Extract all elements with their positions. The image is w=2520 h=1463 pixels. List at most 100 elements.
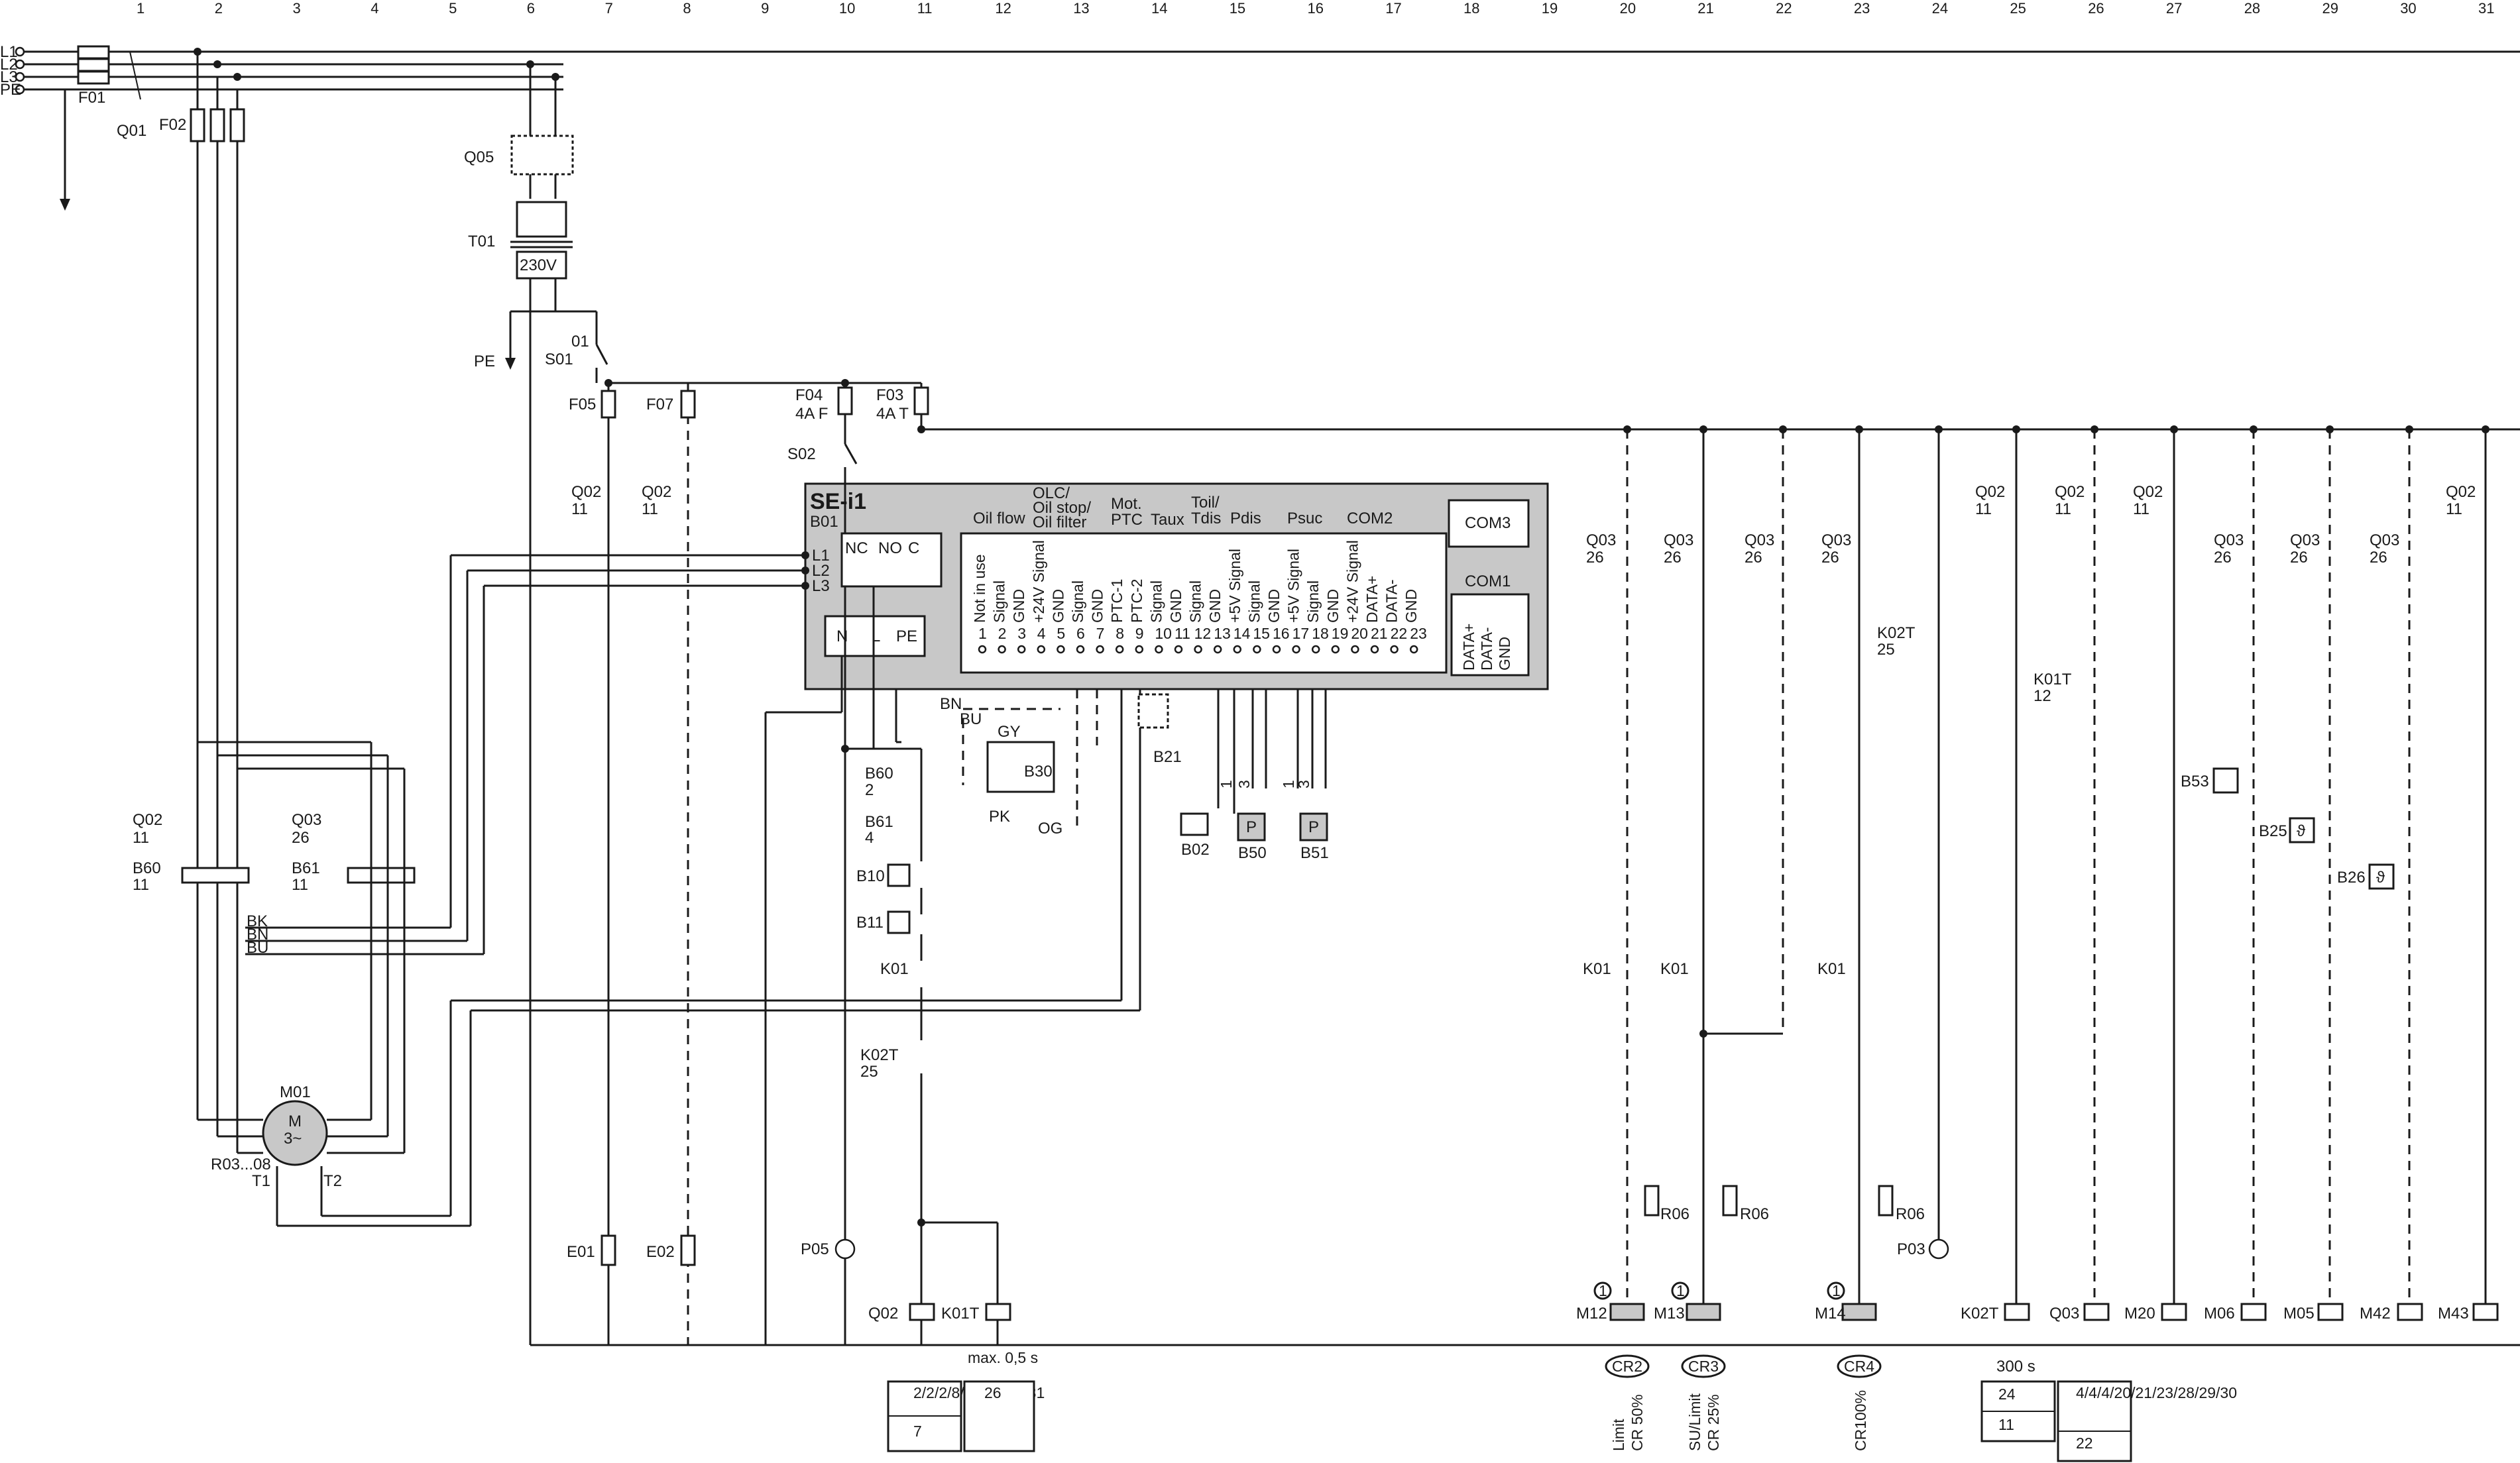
svg-text:Q02: Q02 <box>2446 483 2476 501</box>
terminal-number: 12 <box>1194 625 1212 642</box>
svg-text:F05: F05 <box>569 396 596 413</box>
terminal-number: 7 <box>1096 625 1105 642</box>
svg-text:1: 1 <box>1599 1282 1607 1299</box>
column-number: 21 <box>1697 0 1713 17</box>
svg-text:4A F: 4A F <box>795 405 828 423</box>
svg-text:4A T: 4A T <box>876 405 909 423</box>
terminal-number: 8 <box>1116 625 1124 642</box>
svg-text:CR 50%: CR 50% <box>1629 1394 1646 1451</box>
svg-text:CR3: CR3 <box>1688 1358 1719 1375</box>
svg-text:B02: B02 <box>1181 841 1210 859</box>
svg-text:24: 24 <box>1998 1385 2016 1403</box>
svg-text:OG: OG <box>1038 820 1062 838</box>
terminal-label: +24V Signal <box>1030 540 1047 623</box>
terminal-label: GND <box>1403 589 1420 623</box>
svg-text:11: 11 <box>133 829 149 847</box>
svg-text:11: 11 <box>133 876 149 894</box>
svg-text:GND: GND <box>1496 637 1513 671</box>
terminal-screw <box>1115 645 1124 654</box>
column-number: 2 <box>215 0 223 17</box>
supply-label-l2: L2 <box>0 56 18 74</box>
column-number: 8 <box>683 0 691 17</box>
svg-text:26: 26 <box>292 829 310 847</box>
svg-text:COM2: COM2 <box>1347 510 1393 527</box>
svg-text:Tdis: Tdis <box>1191 510 1221 527</box>
terminal-number: 1 <box>978 625 987 642</box>
svg-text:K01: K01 <box>1660 960 1689 978</box>
terminal-label: PTC-2 <box>1128 579 1145 623</box>
svg-text:P05: P05 <box>801 1240 829 1258</box>
svg-text:DATA+: DATA+ <box>1460 623 1477 671</box>
svg-text:M01: M01 <box>280 1083 311 1101</box>
terminal-number: 18 <box>1312 625 1329 642</box>
svg-text:Oil filter: Oil filter <box>1033 514 1086 531</box>
contact-q02-col7: Q02 <box>571 483 601 501</box>
column-number: 26 <box>2088 0 2104 17</box>
terminal-label: GND <box>1089 589 1106 623</box>
svg-text:M43: M43 <box>2438 1305 2469 1323</box>
svg-text:B60: B60 <box>865 765 893 783</box>
fuse-f01: F01 Q01 <box>77 45 146 140</box>
svg-text:PK: PK <box>989 808 1010 826</box>
supply-label-l3: L3 <box>0 68 18 86</box>
controller-se-i1: SE-i1 B01 NC NO C N L PE L1 L2 L3 Not in… <box>801 482 1549 690</box>
svg-text:11: 11 <box>292 876 308 894</box>
svg-text:max. 0,5 s: max. 0,5 s <box>968 1349 1038 1366</box>
terminal-screw <box>1390 645 1399 654</box>
column-number: 30 <box>2400 0 2416 17</box>
terminal-screw <box>1155 645 1163 654</box>
svg-text:F01: F01 <box>78 89 105 107</box>
terminal-screw <box>1409 645 1418 654</box>
svg-text:Q03: Q03 <box>1664 531 1693 549</box>
svg-text:CR4: CR4 <box>1844 1358 1874 1375</box>
svg-text:R06: R06 <box>1896 1205 1925 1223</box>
terminal-label: Signal <box>1187 580 1204 623</box>
terminal-number: 17 <box>1292 625 1310 642</box>
svg-text:F03: F03 <box>876 386 903 404</box>
terminal-screw <box>1057 645 1065 654</box>
svg-text:T2: T2 <box>323 1172 342 1190</box>
terminal-label: GND <box>1265 589 1283 623</box>
terminal-screw <box>998 645 1006 654</box>
terminal-number: 20 <box>1351 625 1368 642</box>
column-number: 29 <box>2322 0 2338 17</box>
motor-feed-wires: BK BN BU <box>245 554 805 957</box>
terminal-label: DATA- <box>1383 579 1401 623</box>
svg-text:11: 11 <box>1998 1416 2014 1433</box>
svg-text:M42: M42 <box>2360 1305 2391 1323</box>
terminal-number: 13 <box>1214 625 1231 642</box>
svg-text:Oil flow: Oil flow <box>973 510 1025 527</box>
terminal-number: 3 <box>1017 625 1026 642</box>
column-number: 9 <box>761 0 769 17</box>
svg-text:ϑ: ϑ <box>2376 869 2385 887</box>
column-number: 15 <box>1230 0 1245 17</box>
svg-text:Pdis: Pdis <box>1230 510 1261 527</box>
terminal-label: GND <box>1206 589 1224 623</box>
svg-text:CR100%: CR100% <box>1852 1390 1869 1451</box>
svg-text:F07: F07 <box>646 396 673 413</box>
svg-text:B61: B61 <box>292 859 320 877</box>
svg-text:Q03: Q03 <box>2290 531 2320 549</box>
svg-text:F02: F02 <box>159 116 186 134</box>
svg-text:26: 26 <box>1821 549 1839 567</box>
column-number: 22 <box>1776 0 1792 17</box>
svg-text:3: 3 <box>1235 780 1253 788</box>
svg-text:4/4/4/20/21/23/28/29/30: 4/4/4/20/21/23/28/29/30 <box>2076 1384 2237 1401</box>
svg-text:11: 11 <box>1975 500 1992 518</box>
terminal-label: GND <box>1010 589 1027 623</box>
svg-text:M20: M20 <box>2124 1305 2155 1323</box>
svg-text:11: 11 <box>2446 500 2462 518</box>
terminal-screw <box>1331 645 1340 654</box>
svg-text:26: 26 <box>1664 549 1682 567</box>
svg-text:L1: L1 <box>812 547 830 565</box>
terminal-screw <box>1076 645 1085 654</box>
svg-text:L3: L3 <box>812 577 830 595</box>
terminal-label: +24V Signal <box>1344 540 1361 623</box>
terminal-screw <box>1292 645 1300 654</box>
svg-text:ϑ: ϑ <box>2297 822 2305 840</box>
column-number: 14 <box>1151 0 1167 17</box>
column-number: 1 <box>137 0 144 17</box>
column-number: 5 <box>449 0 457 17</box>
column-number: 17 <box>1385 0 1401 17</box>
column-number: 13 <box>1073 0 1089 17</box>
